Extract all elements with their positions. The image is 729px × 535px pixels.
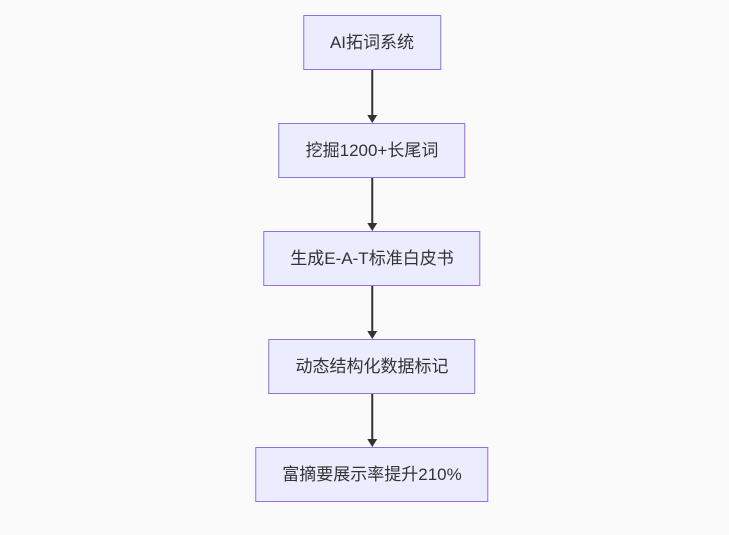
arrow-head bbox=[366, 223, 377, 231]
arrow-head bbox=[366, 331, 377, 339]
flow-node-label: AI拓词系统 bbox=[329, 33, 415, 52]
flow-node-ai-word-system: AI拓词系统 bbox=[302, 15, 442, 70]
arrow-head bbox=[366, 115, 377, 123]
flow-node-eat-whitepaper: 生成E-A-T标准白皮书 bbox=[263, 231, 481, 286]
flow-node-structured-data: 动态结构化数据标记 bbox=[268, 339, 476, 394]
flow-node-label: 动态结构化数据标记 bbox=[295, 357, 449, 376]
arrow-down-icon bbox=[366, 178, 378, 231]
flow-node-rich-snippet-result: 富摘要展示率提升210% bbox=[255, 447, 489, 502]
arrow-shaft bbox=[370, 70, 373, 116]
arrow-shaft bbox=[370, 394, 373, 440]
flow-node-label: 挖掘1200+长尾词 bbox=[305, 141, 439, 160]
arrow-down-icon bbox=[366, 70, 378, 123]
flow-node-longtail-mining: 挖掘1200+长尾词 bbox=[278, 123, 466, 178]
arrow-down-icon bbox=[366, 286, 378, 339]
flow-node-label: 富摘要展示率提升210% bbox=[282, 465, 462, 484]
arrow-shaft bbox=[370, 178, 373, 224]
arrow-head bbox=[366, 439, 377, 447]
arrow-shaft bbox=[370, 286, 373, 332]
arrow-down-icon bbox=[366, 394, 378, 447]
flow-node-label: 生成E-A-T标准白皮书 bbox=[290, 249, 454, 268]
flowchart: AI拓词系统 挖掘1200+长尾词 生成E-A-T标准白皮书 动态结构化数据标记 bbox=[255, 15, 489, 502]
